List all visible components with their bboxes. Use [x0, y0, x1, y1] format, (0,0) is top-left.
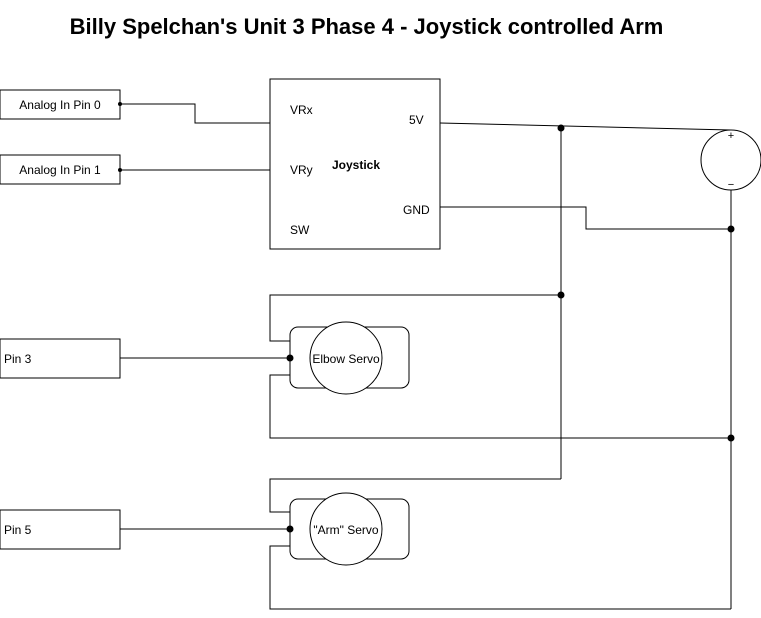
- servo-signal-port: [286, 354, 294, 362]
- wires: [120, 103, 732, 610]
- pin3-label: Pin 3: [4, 352, 32, 366]
- joystick-title: Joystick: [332, 158, 380, 172]
- servo-signal-port: [286, 525, 294, 533]
- joystick-sw-label: SW: [290, 223, 310, 237]
- analog-in-pin0-label: Analog In Pin 0: [19, 98, 101, 112]
- joystick-module: VRx VRy SW 5V GND Joystick: [269, 78, 441, 250]
- power-supply: + −: [700, 129, 761, 191]
- wire-arm-power: [269, 478, 561, 513]
- junction-dot: [557, 124, 565, 132]
- arm-servo: "Arm" Servo: [289, 492, 410, 566]
- junction-dot: [727, 225, 735, 233]
- wire-gnd: [440, 206, 731, 230]
- analog-in-pin0-box: Analog In Pin 0: [0, 89, 121, 120]
- analog-in-pin1-label: Analog In Pin 1: [19, 163, 101, 177]
- joystick-vrx-label: VRx: [290, 103, 313, 117]
- junction-dot: [727, 434, 735, 442]
- diagram-title: Billy Spelchan's Unit 3 Phase 4 - Joysti…: [69, 14, 664, 39]
- port-dot: [118, 168, 122, 172]
- junction-dots: [118, 102, 735, 533]
- wire-arm-ground: [269, 545, 731, 610]
- pin3-box: Pin 3: [0, 338, 121, 379]
- pin5-label: Pin 5: [4, 523, 32, 537]
- junction-dot: [557, 291, 565, 299]
- wire-elbow-ground: [269, 374, 731, 439]
- pin5-box: Pin 5: [0, 509, 121, 550]
- joystick-gnd-label: GND: [403, 203, 430, 217]
- wire-elbow-power: [269, 294, 561, 342]
- joystick-5v-label: 5V: [409, 113, 424, 127]
- wire-5v-supply: [439, 122, 732, 131]
- wire-analog0-vrx: [120, 103, 270, 124]
- supply-minus-label: −: [728, 179, 734, 191]
- port-dot: [118, 102, 122, 106]
- analog-in-pin1-box: Analog In Pin 1: [0, 154, 121, 185]
- elbow-servo: Elbow Servo: [289, 321, 410, 395]
- arm-servo-label: "Arm" Servo: [313, 523, 379, 537]
- joystick-vry-label: VRy: [290, 163, 313, 177]
- supply-plus-label: +: [728, 130, 734, 142]
- elbow-servo-label: Elbow Servo: [312, 352, 380, 366]
